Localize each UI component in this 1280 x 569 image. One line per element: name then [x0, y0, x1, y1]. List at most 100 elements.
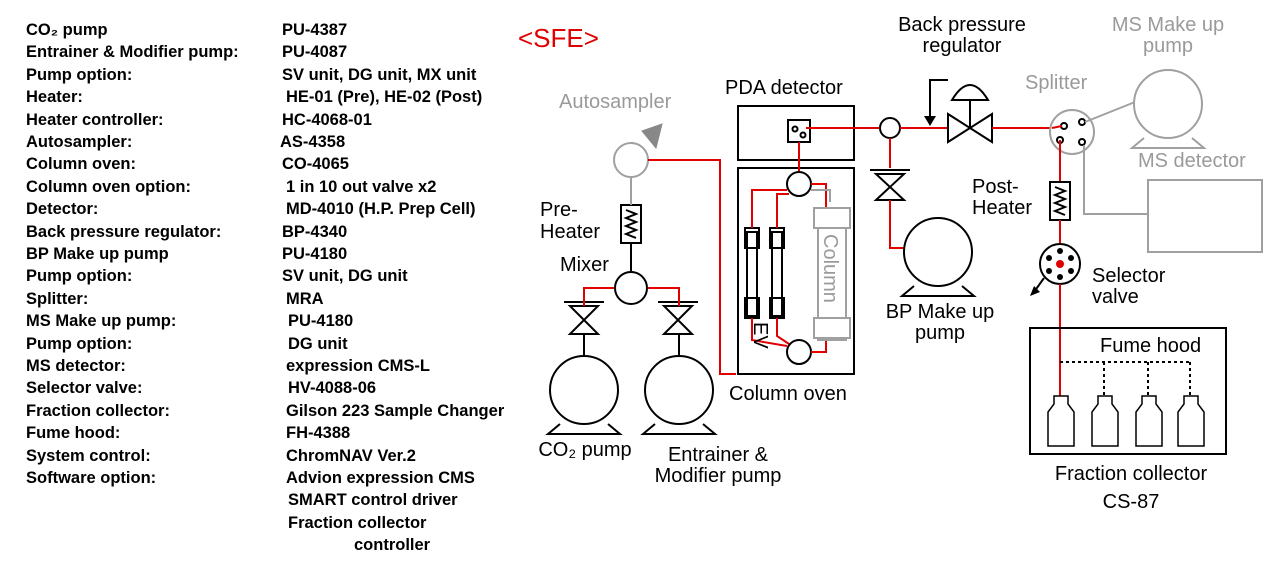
ms-make-up-pump-label-line2: pump	[1143, 35, 1193, 57]
selector-valve-label-line2: valve	[1092, 286, 1139, 308]
spec-value: expression CMS-L	[286, 357, 430, 375]
pre-heater-label-line1: Pre-	[540, 199, 578, 221]
spec-row: Fraction collector: Gilson 223 Sample Cha…	[26, 400, 536, 422]
pda-detector-label: PDA detector	[725, 77, 843, 99]
spec-label: Pump option:	[26, 334, 133, 353]
spec-value: HV-4088-06	[288, 379, 377, 398]
splitter	[1049, 109, 1095, 155]
spec-row: Heater: HE-01 (Pre), HE-02 (Post)	[26, 86, 536, 108]
spec-label: Entrainer & Modifier pump:	[26, 43, 239, 62]
spec-label: BP Make up pump	[26, 245, 169, 263]
post-heater-coil	[1049, 181, 1071, 221]
spec-value: MRA	[286, 289, 324, 308]
fraction-collector-label-line1: Fraction collector	[1055, 463, 1208, 485]
spec-row: Pump option:SV unit, DG unit, MX unit	[26, 64, 536, 86]
spec-row: Back pressure regulator: BP-4340	[26, 221, 536, 243]
software-option-continuation: Fraction collector	[288, 513, 427, 532]
selector-valve-label-line1: Selector	[1092, 265, 1166, 287]
splitter-label: Splitter	[1025, 72, 1088, 94]
co2-pump-check-valve	[564, 301, 604, 335]
spec-row: Selector valve: HV-4088-06	[26, 377, 536, 399]
autosampler-label: Autosampler	[559, 91, 672, 113]
spec-value: PU-4180	[288, 312, 354, 331]
back-pressure-regulator	[924, 79, 993, 144]
spec-label: Column oven:	[26, 155, 136, 174]
spec-label: Fraction collector:	[26, 401, 170, 420]
spec-value: SV unit, DG unit	[282, 267, 408, 286]
bp-make-up-pump-label-line2: pump	[915, 322, 965, 344]
spec-label: Fume hood:	[26, 424, 121, 443]
spec-value: BP-4340	[282, 222, 348, 241]
pre-heater-coil	[620, 204, 642, 244]
spec-label: Selector valve:	[26, 379, 143, 398]
spec-label: MS detector:	[26, 357, 126, 375]
spec-value: AS-4358	[280, 133, 346, 151]
spec-value: DG unit	[288, 334, 348, 353]
spec-row: Heater controller: HC-4068-01	[26, 109, 536, 131]
ev-label: EV	[749, 322, 771, 349]
column-label: Column	[819, 234, 841, 303]
ms-detector-label: MS detector	[1138, 150, 1246, 172]
autosampler	[613, 142, 649, 178]
spec-row: Autosampler: AS-4358	[26, 131, 536, 153]
spec-row: System control: ChromNAV Ver.2	[26, 445, 536, 467]
spec-label: System control:	[26, 446, 151, 465]
ev-column-2	[771, 231, 783, 317]
spec-row: BP Make up pump PU-4180	[26, 243, 536, 265]
spec-value: HC-4068-01	[282, 110, 372, 129]
spec-label: Column oven option:	[26, 177, 191, 196]
spec-label: MS Make up pump:	[26, 312, 177, 331]
column-oven-top-valve	[786, 171, 812, 197]
spec-row: MS Make up pump: PU-4180	[26, 310, 536, 332]
bp-pump-check-valve	[870, 169, 910, 201]
spec-value: Gilson 223 Sample Changer	[286, 401, 505, 420]
spec-value: HE-01 (Pre), HE-02 (Post)	[286, 88, 483, 107]
fume-hood-label: Fume hood	[1100, 335, 1201, 357]
pda-detector	[737, 105, 855, 161]
post-heater-label-line1: Post-	[972, 176, 1019, 198]
spec-row: Entrainer & Modifier pump: PU-4087	[26, 41, 536, 63]
spec-label: CO₂ pump	[26, 21, 108, 39]
spec-value: PU-4087	[282, 43, 348, 62]
spec-row: Fume hood:FH-4388	[26, 422, 536, 444]
column-oven	[737, 167, 855, 375]
column-oven-bottom-valve	[786, 339, 812, 365]
spec-label: Detector:	[26, 200, 99, 219]
spec-label: Software option:	[26, 469, 157, 487]
spec-label: Autosampler:	[26, 133, 133, 151]
spec-label: Pump option:	[26, 65, 133, 84]
spec-row: MS detector: expression CMS-L	[26, 355, 536, 377]
software-option-continuation: controller	[354, 536, 431, 555]
spec-row: Column oven:CO-4065	[26, 153, 536, 175]
entrainer-pump-label-line2: Modifier pump	[655, 465, 782, 487]
fraction-collector-label-line2: CS-87	[1103, 491, 1160, 513]
spec-value: ChromNAV Ver.2	[286, 446, 416, 465]
bp-make-up-pump-label-line1: BP Make up	[886, 301, 995, 323]
entrainer-pump-check-valve	[658, 301, 698, 335]
spec-label: Heater:	[26, 88, 83, 107]
fraction-collector	[1029, 327, 1227, 455]
bp-make-up-pump	[903, 217, 973, 287]
spec-row: Detector: MD-4010 (H.P. Prep Cell)	[26, 198, 536, 220]
spec-row: Software option: Advion expression CMS	[26, 467, 536, 489]
spec-label: Back pressure regulator:	[26, 222, 222, 241]
diagram-title: <SFE>	[518, 23, 599, 53]
spec-row: Pump option: SV unit, DG unit	[26, 265, 536, 287]
spec-value: Advion expression CMS	[286, 469, 475, 487]
bpr-label-line1: Back pressure	[898, 14, 1026, 36]
spec-row: Splitter:MRA	[26, 288, 536, 310]
column	[813, 207, 851, 341]
spec-value: PU-4180	[282, 245, 348, 263]
spec-value: MD-4010 (H.P. Prep Cell)	[286, 200, 476, 219]
mixer	[614, 271, 648, 305]
ms-make-up-pump-label-line1: MS Make up	[1112, 14, 1224, 36]
pre-heater-label-line2: Heater	[540, 221, 600, 243]
selector-valve	[1030, 243, 1081, 296]
spec-row: Column oven option:1 in 10 out valve x2	[26, 176, 536, 198]
spec-label: Heater controller:	[26, 110, 164, 129]
spec-label: Pump option:	[26, 267, 133, 286]
column-oven-label: Column oven	[729, 383, 847, 405]
